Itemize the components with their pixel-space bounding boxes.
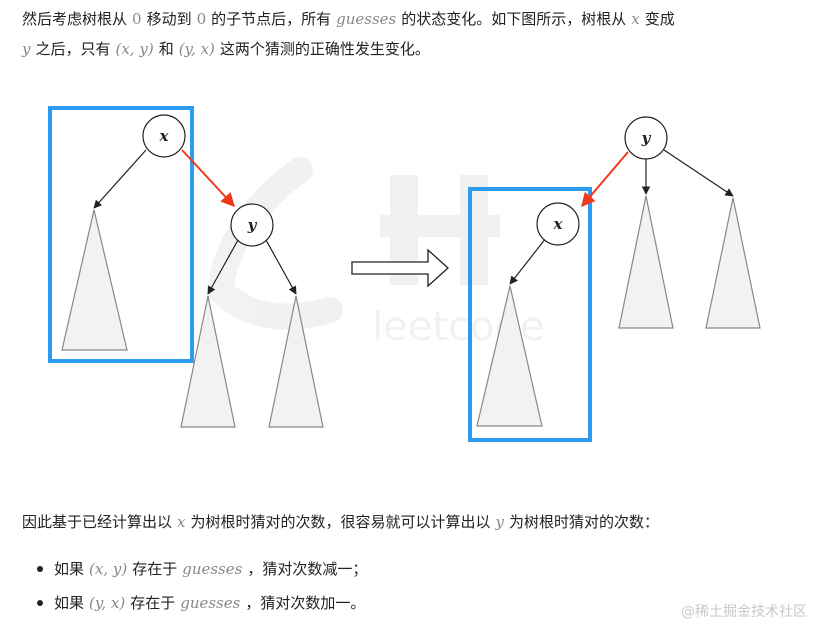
subtree-triangle — [61, 209, 128, 351]
math-guesses: guesses — [180, 594, 241, 612]
node-y-label: y — [247, 216, 258, 234]
math-pair-xy: (x, y) — [89, 560, 128, 578]
math-zero-1: 0 — [132, 10, 142, 28]
intro-text-8: 这两个猜测的正确性发生变化。 — [219, 40, 430, 58]
math-y: y — [22, 40, 31, 58]
intro-text-3: 的子节点后，所有 — [211, 10, 332, 28]
intro-text-1: 然后考虑树根从 — [22, 10, 128, 28]
conclusion-text-3: 为树根时猜对的次数： — [508, 513, 659, 531]
node-x-label: x — [553, 215, 564, 233]
math-pair-xy: (x, y) — [115, 40, 154, 58]
math-x: x — [631, 10, 640, 28]
subtree-triangle — [618, 195, 674, 329]
intro-text-6: 之后，只有 — [35, 40, 111, 58]
edge-x-to-left-subtree — [509, 237, 547, 285]
bullet-text: ，猜对次数加一。 — [245, 594, 366, 612]
node-y — [230, 203, 274, 247]
edge-x-to-left-subtree — [93, 149, 147, 209]
intro-text-5: 变成 — [644, 10, 675, 28]
tree-after: y x — [468, 116, 761, 442]
subtree-highlight-box-x — [468, 187, 592, 442]
intro-text-4: 的状态变化。如下图所示，树根从 — [401, 10, 627, 28]
source-credit-watermark: @稀土掘金技术社区 — [681, 604, 807, 620]
tree-before: x y — [48, 106, 324, 428]
edge-y-to-x-changed — [581, 151, 629, 208]
node-x — [536, 202, 580, 246]
node-x — [142, 114, 186, 158]
math-guesses: guesses — [182, 560, 243, 578]
bullet-text: 存在于 — [130, 594, 176, 612]
edge-y-to-left-subtree — [207, 239, 239, 295]
node-y — [624, 116, 668, 160]
math-guesses: guesses — [336, 10, 397, 28]
subtree-triangle — [476, 285, 543, 427]
math-x: x — [177, 513, 186, 531]
math-y: y — [495, 513, 504, 531]
subtree-triangle — [268, 295, 324, 428]
edge-x-to-y-changed — [181, 149, 235, 208]
edge-y-to-right-subtree — [663, 149, 734, 197]
math-pair-yx: (y, x) — [178, 40, 215, 58]
bullet-text: ，猜对次数减一； — [247, 560, 368, 578]
math-pair-yx: (y, x) — [89, 594, 126, 612]
conclusion-text-2: 为树根时猜对的次数，很容易就可以计算出以 — [190, 513, 491, 531]
intro-text-2: 移动到 — [146, 10, 192, 28]
node-x-label: x — [159, 127, 170, 145]
bullet-text: 存在于 — [132, 560, 178, 578]
subtree-triangle — [180, 295, 236, 428]
bullet-text: 如果 — [54, 560, 85, 578]
subtree-triangle — [705, 197, 761, 329]
intro-text-7: 和 — [158, 40, 174, 58]
edge-y-to-right-subtree — [265, 239, 297, 295]
node-y-label: y — [641, 129, 652, 147]
transform-arrow — [351, 248, 449, 288]
subtree-highlight-box-x — [48, 106, 194, 363]
conclusion-text-1: 因此基于已经计算出以 — [22, 513, 173, 531]
math-zero-2: 0 — [196, 10, 207, 28]
tree-reroot-diagram: leetcode x y y x — [48, 106, 761, 442]
bullet-text: 如果 — [54, 594, 85, 612]
leetcode-watermark: leetcode — [206, 157, 544, 350]
